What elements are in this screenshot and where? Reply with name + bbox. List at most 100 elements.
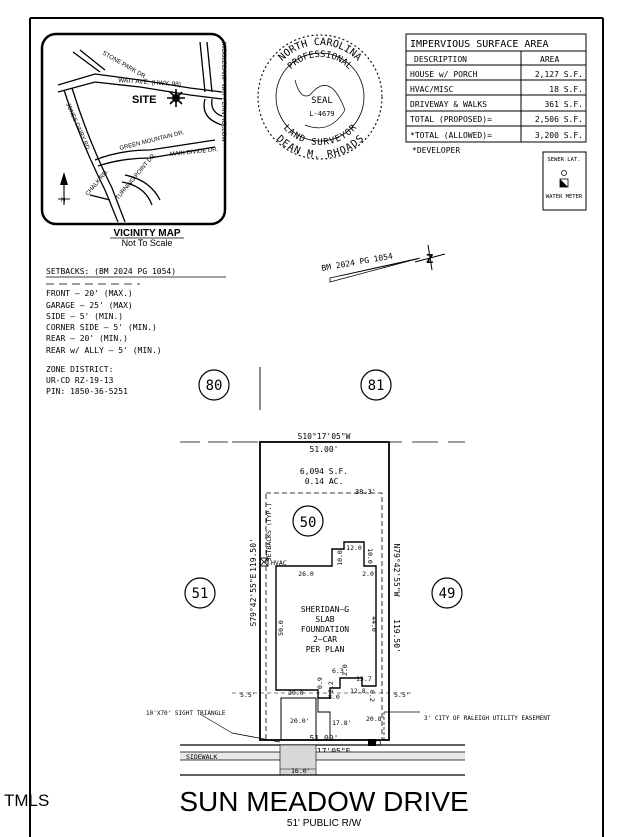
dim-label: 2.2 bbox=[327, 681, 335, 693]
impervious-table: IMPERVIOUS SURFACE AREA DESCRIPTION AREA… bbox=[405, 33, 587, 155]
sidewalk: SIDEWALK bbox=[180, 751, 465, 761]
easement-label: 3' CITY OF RALEIGH UTILITY EASEMENT bbox=[424, 715, 551, 722]
dim-label: 17.8' bbox=[332, 719, 352, 727]
svg-text:2,506 S.F.: 2,506 S.F. bbox=[535, 115, 583, 124]
dim-label: 2.0 bbox=[362, 570, 374, 578]
bearing-bottom: N10°17'05"E bbox=[298, 747, 351, 756]
dim-label: 38.3' bbox=[355, 488, 376, 496]
bearing-right: N79°42'55"W bbox=[392, 544, 401, 597]
lot-number-81: 81 bbox=[360, 369, 392, 401]
bearing-top: S10°17'05"W bbox=[298, 432, 351, 441]
dim-label: 5.5' bbox=[394, 691, 410, 699]
lot-number-51: 51 bbox=[184, 577, 216, 609]
svg-text:TOTAL (PROPOSED)=: TOTAL (PROPOSED)= bbox=[410, 115, 492, 124]
road-label: STONE PARK DR. bbox=[101, 51, 148, 81]
svg-text:80: 80 bbox=[206, 378, 223, 394]
sewer-icon bbox=[561, 170, 567, 176]
dim-label: 0.9 bbox=[316, 677, 324, 689]
seal-number: L-4679 bbox=[309, 110, 334, 118]
vicinity-subtitle: Not To Scale bbox=[122, 238, 173, 248]
north-label: N bbox=[61, 198, 65, 204]
table-row: *TOTAL (ALLOWED)= 3,200 S.F. bbox=[410, 131, 583, 140]
zone-line: ZONE DISTRICT: bbox=[46, 365, 113, 374]
dim-label: 12.0 bbox=[346, 544, 362, 552]
lot-number-49: 49 bbox=[431, 577, 463, 609]
table-row: HOUSE w/ PORCH 2,127 S.F. bbox=[410, 70, 583, 79]
sidewalk-label: SIDEWALK bbox=[186, 753, 217, 761]
svg-text:51: 51 bbox=[192, 586, 209, 602]
house-footprint: 12.0 10.0 10.0 2.0 26.0 50.0 44.0 HVAC S… bbox=[232, 541, 414, 702]
setback-item: REAR – 20' (MIN.) bbox=[46, 334, 128, 343]
seal-label: SEAL bbox=[311, 96, 333, 106]
sight-triangle-label: 10'X70' SIGHT TRIANGLE bbox=[146, 710, 226, 717]
lot-area-ac: 0.14 AC. bbox=[305, 477, 344, 486]
road-label: TURNING POINT DR. bbox=[115, 152, 158, 201]
table-note: *DEVELOPER bbox=[412, 146, 460, 155]
svg-text:18 S.F.: 18 S.F. bbox=[549, 85, 583, 94]
hvac-label: HVAC bbox=[271, 559, 287, 567]
svg-text:*TOTAL (ALLOWED)=: *TOTAL (ALLOWED)= bbox=[410, 131, 492, 140]
zone-line: PIN: 1850-36-5251 bbox=[46, 387, 128, 396]
lot-number-80: 80 bbox=[198, 369, 230, 401]
road-label: WAIT AVE. (HWY. 98) bbox=[118, 77, 181, 88]
house-plan-label: PER PLAN bbox=[306, 645, 345, 654]
dim-label: 8.0 bbox=[328, 693, 340, 701]
dim-label: 2.0 bbox=[341, 664, 349, 676]
hvac-icon bbox=[259, 557, 269, 567]
svg-text:HOUSE w/ PORCH: HOUSE w/ PORCH bbox=[410, 70, 478, 79]
distance-bottom: 51.00' bbox=[310, 734, 339, 743]
table-row: DRIVEWAY & WALKS 361 S.F. bbox=[410, 100, 583, 109]
utility-legend: SEWER LAT. WATER METER bbox=[542, 151, 587, 211]
dim-label: 26.0 bbox=[298, 570, 314, 578]
dim-label: 16.0' bbox=[291, 767, 311, 775]
street-name: SUN MEADOW DRIVE bbox=[179, 786, 468, 817]
lot-number-50: 50 bbox=[300, 515, 317, 531]
dim-label: 12.8 bbox=[350, 687, 366, 695]
dim-label: 0.2 bbox=[368, 690, 376, 702]
distance-left: 119.50' bbox=[249, 538, 258, 572]
setback-item: GARAGE – 25' (MAX) bbox=[46, 301, 133, 310]
road-label: GREEN MOUNTAIN DR. bbox=[119, 130, 185, 152]
vicinity-map: STONE PARK DR. WAIT AVE. (HWY. 98) MIDDL… bbox=[40, 32, 227, 248]
dim-label: 44.0 bbox=[370, 616, 378, 632]
right-of-way: 51' PUBLIC R/W bbox=[287, 818, 362, 829]
setbacks-notes: SETBACKS: (BM 2024 PG 1054) FRONT – 20' … bbox=[46, 267, 226, 396]
lot-50: S10°17'05"W 51.00' 6,094 S.F. 0.14 AC. 3… bbox=[180, 432, 465, 741]
table-row: TOTAL (PROPOSED)= 2,506 S.F. bbox=[410, 115, 583, 124]
setback-item: REAR w/ ALLY – 5' (MIN.) bbox=[46, 346, 162, 355]
vicinity-title: VICINITY MAP bbox=[113, 228, 180, 239]
table-header: DESCRIPTION bbox=[414, 55, 467, 64]
svg-text:2,127 S.F.: 2,127 S.F. bbox=[535, 70, 583, 79]
north-arrow-icon bbox=[58, 172, 70, 205]
sewer-label: SEWER LAT. bbox=[547, 157, 580, 163]
road-label: MAIN DIVIDE DR. bbox=[170, 147, 219, 158]
svg-text:3,200 S.F.: 3,200 S.F. bbox=[535, 131, 583, 140]
table-title: IMPERVIOUS SURFACE AREA bbox=[410, 39, 548, 50]
house-plan-label: FOUNDATION bbox=[301, 625, 349, 634]
svg-text:Z: Z bbox=[426, 252, 433, 266]
svg-text:81: 81 bbox=[368, 378, 385, 394]
surveyor-seal: NORTH CAROLINA PROFESSIONAL LAND SURVEYO… bbox=[257, 34, 383, 161]
bearing-left: S79°42'55"E bbox=[249, 573, 258, 626]
road-label: MIDDLECAMP WAY bbox=[220, 42, 226, 97]
setback-item: FRONT – 20' (MAX.) bbox=[46, 289, 133, 298]
dim-label: 10.0 bbox=[366, 548, 374, 564]
driveway: 20.0' 17.8' 20.8' bbox=[280, 697, 386, 741]
table-row: HVAC/MISC 18 S.F. bbox=[410, 85, 583, 94]
water-meter-icon bbox=[368, 739, 376, 746]
water-label: WATER METER bbox=[546, 194, 583, 200]
svg-text:DRIVEWAY & WALKS: DRIVEWAY & WALKS bbox=[410, 100, 487, 109]
svg-text:49: 49 bbox=[439, 586, 456, 602]
dim-label: 6.3 bbox=[332, 667, 344, 675]
setback-item: SIDE – 5' (MIN.) bbox=[46, 312, 123, 321]
svg-text:HVAC/MISC: HVAC/MISC bbox=[410, 85, 454, 94]
house-plan-label: 2–CAR bbox=[313, 635, 337, 644]
table-header: AREA bbox=[540, 55, 559, 64]
zone-line: UR-CD RZ-19-13 bbox=[46, 376, 114, 385]
north-arrow-icon: Z bbox=[329, 244, 446, 283]
setbacks-typ: SETBACKS (TYP.) bbox=[265, 503, 273, 562]
site-star-icon bbox=[167, 89, 185, 107]
lot-area-sf: 6,094 S.F. bbox=[300, 467, 348, 476]
distance-right: 119.50' bbox=[392, 619, 401, 653]
